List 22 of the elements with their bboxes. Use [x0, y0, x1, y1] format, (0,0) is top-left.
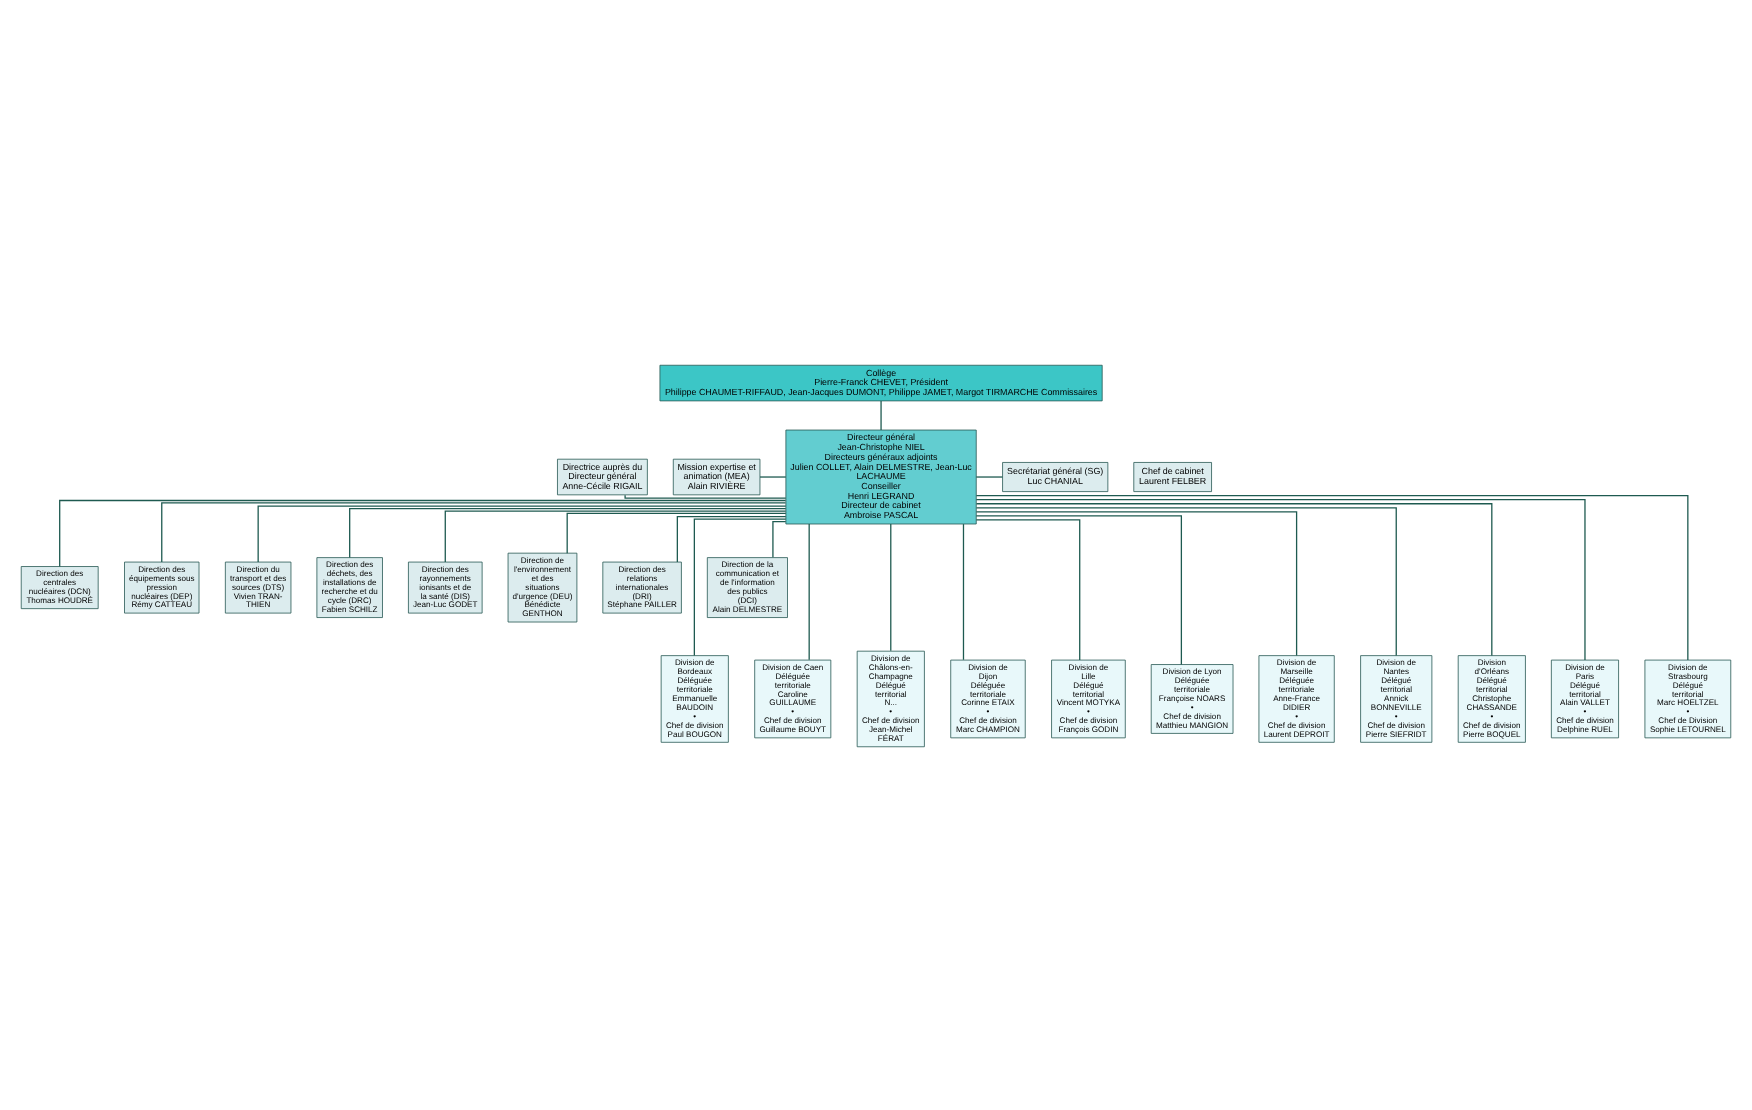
connector: [759, 475, 787, 477]
connector: [566, 511, 787, 553]
connector: [880, 399, 882, 430]
connector: [890, 522, 892, 651]
connector: [975, 475, 1004, 477]
connector: [257, 504, 787, 562]
connector: [975, 514, 1183, 665]
connector: [962, 522, 965, 660]
connector: [975, 494, 1689, 660]
connector: [349, 506, 787, 558]
connector: [772, 519, 787, 557]
connector: [975, 518, 1081, 660]
connector: [975, 510, 1298, 656]
connector: [161, 501, 787, 562]
connector: [975, 498, 1586, 660]
connector: [624, 493, 787, 498]
connector: [676, 515, 787, 562]
connector: [444, 509, 787, 562]
connector: [808, 522, 810, 660]
connector: [975, 506, 1397, 656]
connector: [59, 498, 787, 567]
connector: [975, 502, 1493, 656]
